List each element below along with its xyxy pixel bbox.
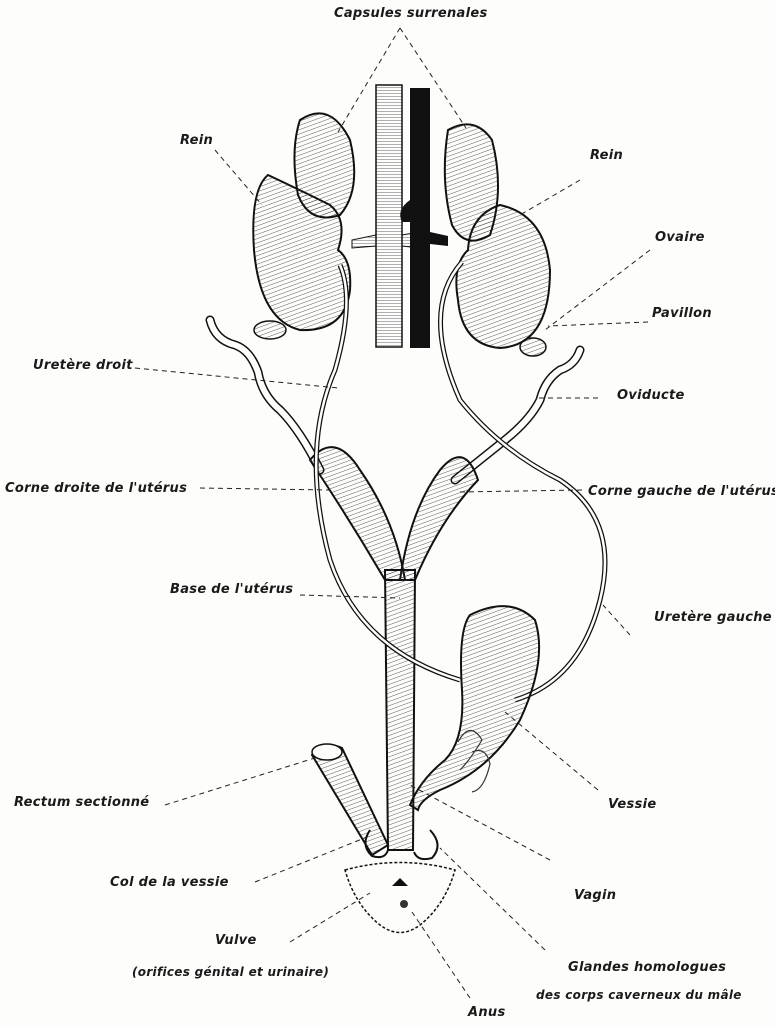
label-glandes-2: des corps caverneux du mâle <box>536 988 742 1002</box>
bladder <box>410 606 539 810</box>
label-col-vessie: Col de la vessie <box>110 875 229 890</box>
label-ovaire: Ovaire <box>655 230 705 245</box>
label-oviducte: Oviducte <box>617 388 685 403</box>
label-pavillon: Pavillon <box>652 306 712 321</box>
label-uretere-droit: Uretère droit <box>33 358 133 373</box>
label-rein-right: Rein <box>590 148 623 163</box>
left-kidney <box>253 113 354 330</box>
label-vessie: Vessie <box>608 797 656 812</box>
rectum <box>312 744 388 855</box>
label-anus: Anus <box>468 1005 506 1020</box>
label-vagin: Vagin <box>574 888 616 903</box>
vulva <box>345 863 455 933</box>
uterine-horns <box>310 447 478 580</box>
label-vulve-note: (orifices génital et urinaire) <box>132 965 329 979</box>
label-uretere-gauche: Uretère gauche <box>654 610 772 625</box>
label-vulve: Vulve <box>215 933 257 948</box>
left-oviduct <box>210 320 320 470</box>
right-kidney <box>445 124 550 348</box>
label-glandes-1: Glandes homologues <box>568 960 726 975</box>
uterus-body <box>385 570 415 850</box>
label-corne-gauche: Corne gauche de l'utérus <box>588 484 775 499</box>
label-rein-left: Rein <box>180 133 213 148</box>
label-rectum: Rectum sectionné <box>14 795 149 810</box>
label-base-uterus: Base de l'utérus <box>170 582 293 597</box>
label-capsules: Capsules surrenales <box>334 6 488 21</box>
label-corne-droite: Corne droite de l'utérus <box>5 481 187 496</box>
right-oviduct <box>455 338 580 480</box>
